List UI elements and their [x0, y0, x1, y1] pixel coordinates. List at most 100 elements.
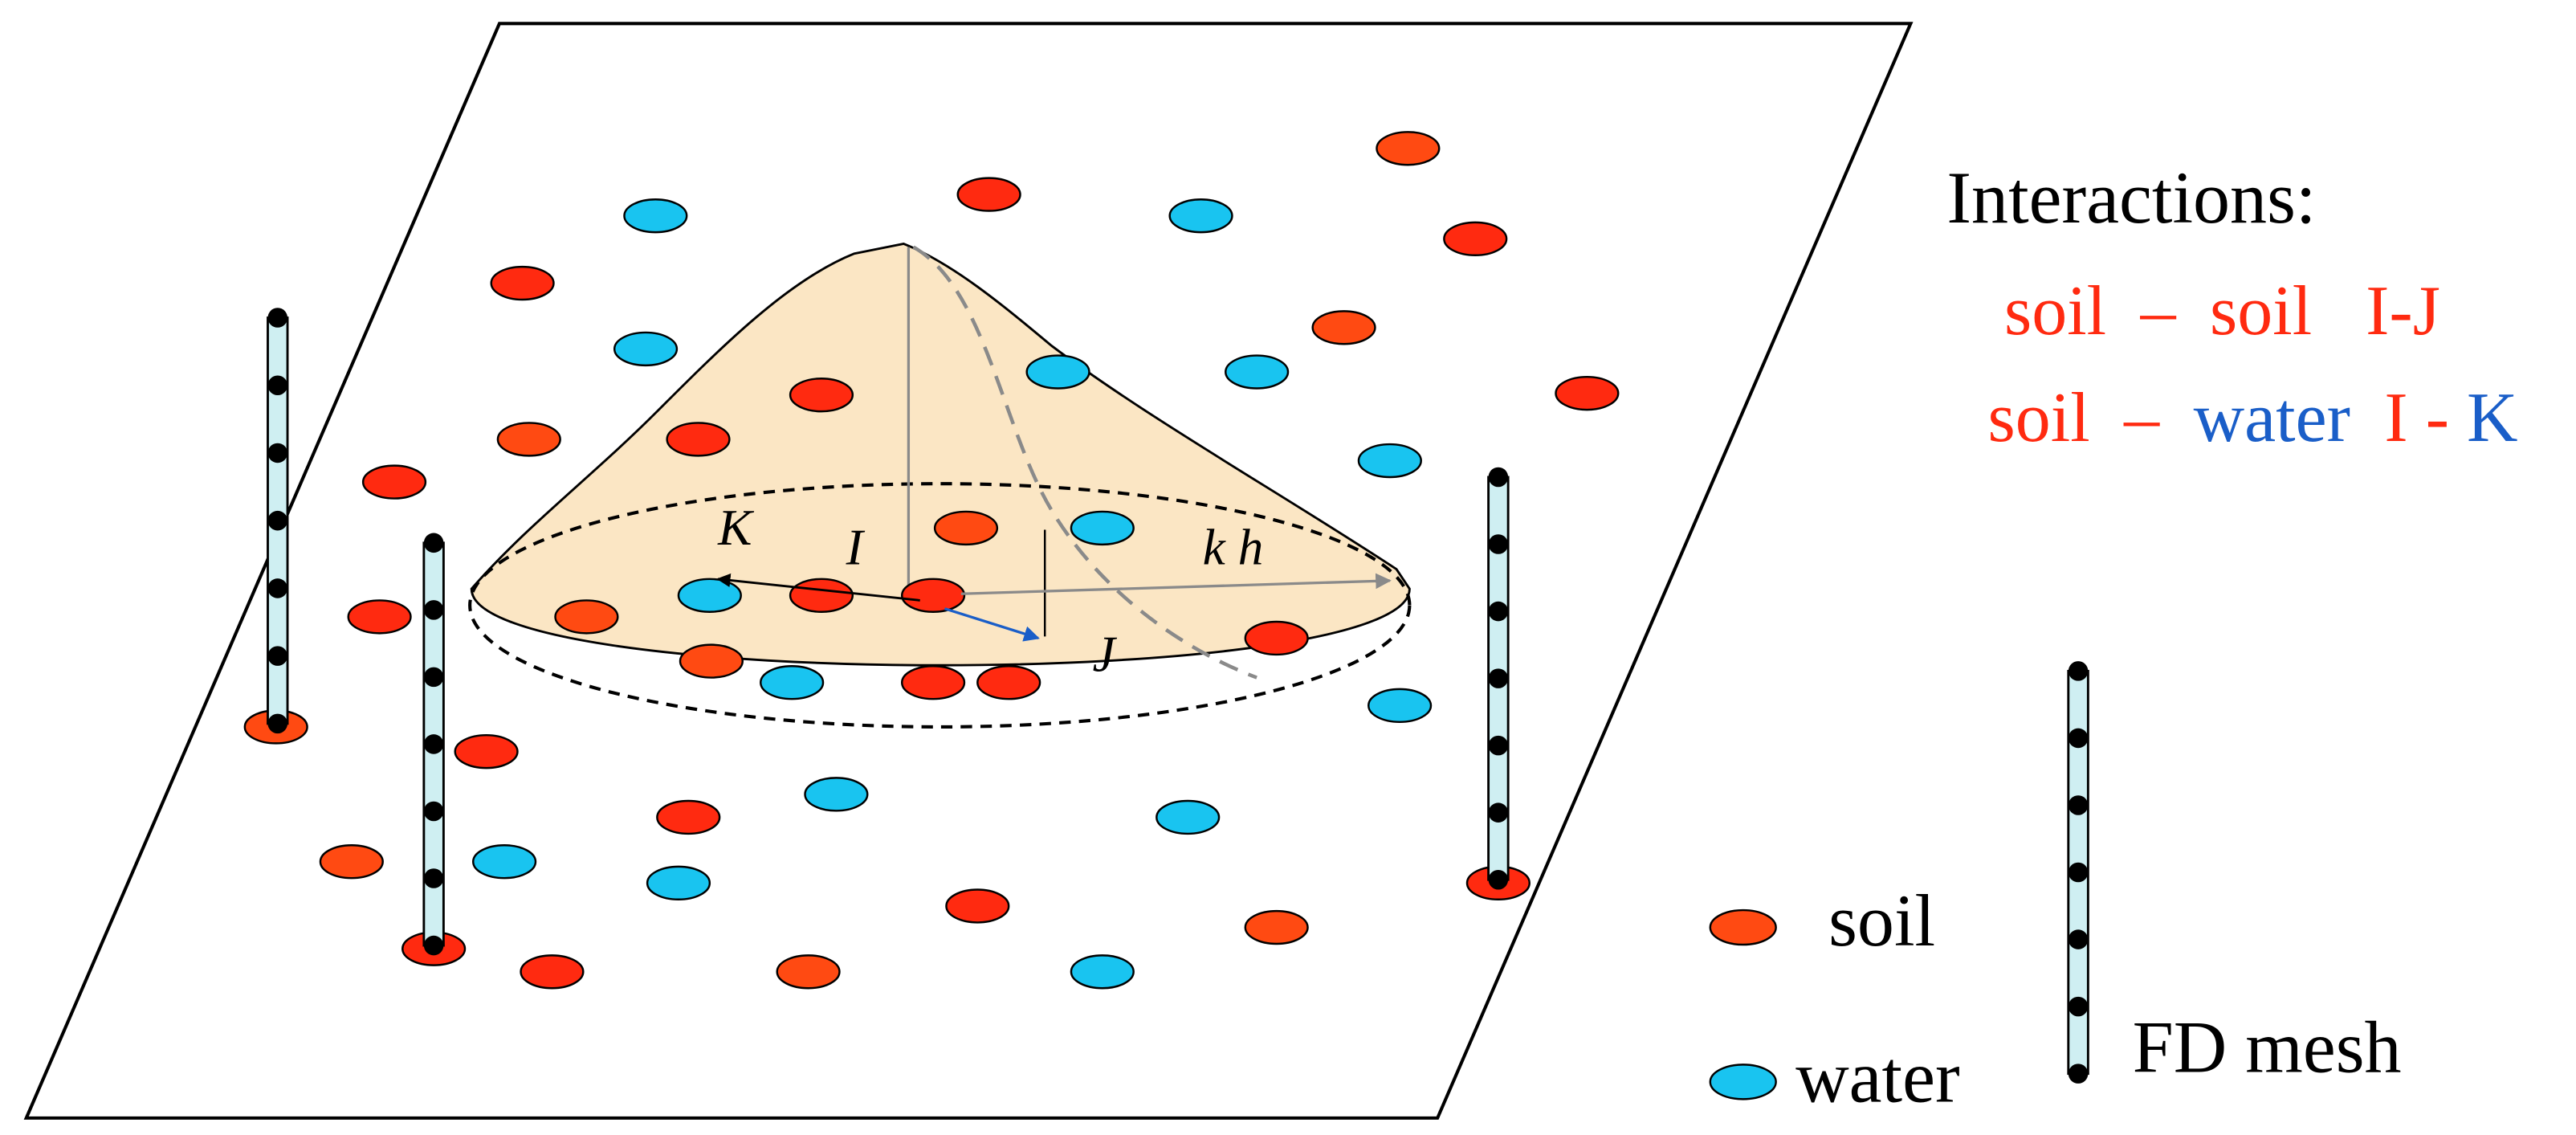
- soil-water-dash: –: [2123, 379, 2160, 457]
- soil-particle: [789, 578, 854, 613]
- mesh-node: [2068, 1064, 2089, 1084]
- soil-particle: [776, 954, 841, 990]
- kernel-support-ellipse: [468, 482, 1412, 729]
- soil-water-pair-i: I: [2384, 379, 2407, 457]
- soil-particle: [520, 954, 585, 990]
- mesh-node: [2068, 728, 2089, 749]
- soil-particle: [361, 464, 427, 500]
- water-particle: [1070, 954, 1135, 990]
- soil-particle: [554, 599, 619, 635]
- water-particle: [471, 844, 537, 880]
- mesh-node: [2068, 929, 2089, 949]
- mesh-node: [267, 646, 288, 666]
- water-particle: [804, 777, 869, 812]
- water-particle: [1367, 688, 1433, 724]
- mesh-node: [267, 578, 288, 598]
- fd-mesh-column: [267, 308, 289, 734]
- soil-particle: [1443, 221, 1508, 257]
- water-particle: [1357, 443, 1422, 479]
- soil-particle: [789, 377, 854, 413]
- water-particle: [677, 578, 742, 613]
- mesh-node: [423, 533, 444, 553]
- soil-particles: [243, 131, 1620, 990]
- soil-particle: [347, 599, 412, 635]
- soil-soil-pair: I-J: [2366, 272, 2440, 350]
- mesh-node: [1488, 534, 1509, 554]
- water-particle: [613, 331, 679, 367]
- soil-water-a: soil: [1988, 379, 2090, 457]
- soil-particle: [933, 510, 999, 546]
- mesh-node: [1488, 802, 1509, 823]
- soil-particle: [1244, 909, 1309, 945]
- soil-particle: [900, 578, 966, 613]
- legend-soil-label: soil: [1828, 880, 1935, 961]
- mesh-node: [1488, 735, 1509, 756]
- mesh-node: [2068, 996, 2089, 1017]
- soil-soil-dash: –: [2140, 272, 2177, 350]
- soil-particle: [319, 844, 384, 880]
- interaction-soil-soil: soil – soil I-J: [2004, 272, 2440, 350]
- soil-water-pair-sep: -: [2426, 379, 2449, 457]
- mesh-node: [423, 667, 444, 688]
- soil-water-b: water: [2194, 379, 2350, 457]
- water-particle: [646, 865, 711, 901]
- water-particles: [471, 198, 1433, 990]
- soil-particle: [1311, 310, 1376, 345]
- mesh-node: [267, 375, 288, 396]
- mesh-node: [267, 713, 288, 734]
- soil-particle: [900, 665, 966, 700]
- water-particle: [760, 665, 825, 700]
- mesh-node: [267, 308, 288, 328]
- water-particle: [623, 198, 688, 234]
- soil-water-pair-k: K: [2467, 379, 2518, 457]
- mesh-node: [1488, 869, 1509, 890]
- arrow-kh-radius: [960, 573, 1392, 595]
- label-kh: k h: [1203, 518, 1264, 575]
- soil-particle: [976, 665, 1041, 700]
- mesh-node: [1488, 467, 1509, 488]
- soil-particle: [666, 422, 731, 457]
- interactions-title: Interactions:: [1946, 157, 2316, 239]
- soil-particle: [1244, 620, 1309, 656]
- water-particle: [1025, 354, 1090, 390]
- mesh-node: [267, 443, 288, 463]
- mesh-node: [2068, 862, 2089, 883]
- mesh-node: [423, 868, 444, 888]
- mesh-node: [2068, 661, 2089, 681]
- legend-water-label: water: [1795, 1035, 1959, 1117]
- label-k: K: [717, 499, 755, 556]
- mesh-node: [1488, 668, 1509, 688]
- label-j: J: [1093, 625, 1118, 682]
- mesh-node: [267, 510, 288, 531]
- fd-mesh-columns: [267, 308, 2089, 1084]
- water-particle: [1070, 510, 1135, 546]
- mesh-node: [423, 935, 444, 956]
- label-i: I: [846, 518, 866, 575]
- soil-particle: [454, 733, 519, 770]
- mesh-node: [2068, 795, 2089, 815]
- mesh-node: [423, 600, 444, 620]
- interaction-soil-water: soil – water I - K: [1988, 379, 2518, 457]
- water-particle: [1156, 799, 1221, 835]
- arrow-i-to-j: [944, 607, 1040, 642]
- water-particle: [1168, 198, 1233, 234]
- soil-particle: [1376, 131, 1441, 166]
- arrow-i-to-k: [716, 573, 920, 602]
- legend-soil-marker: [1709, 908, 1777, 946]
- soil-particle: [956, 177, 1021, 212]
- soil-soil-b: soil: [2210, 272, 2312, 350]
- legend-water-marker: [1709, 1064, 1777, 1100]
- soil-particle: [945, 888, 1010, 924]
- soil-particle: [656, 799, 721, 835]
- legend-mesh-marker: [2067, 661, 2089, 1084]
- mesh-node: [1488, 601, 1509, 622]
- fd-mesh-column: [422, 533, 445, 956]
- soil-soil-a: soil: [2004, 272, 2106, 350]
- soil-particle: [679, 643, 744, 679]
- mesh-node: [423, 801, 444, 822]
- soil-particle: [496, 422, 561, 457]
- soil-particle: [1555, 375, 1620, 411]
- legend-mesh-label: FD mesh: [2133, 1006, 2402, 1088]
- fd-mesh-column: [1487, 467, 1510, 890]
